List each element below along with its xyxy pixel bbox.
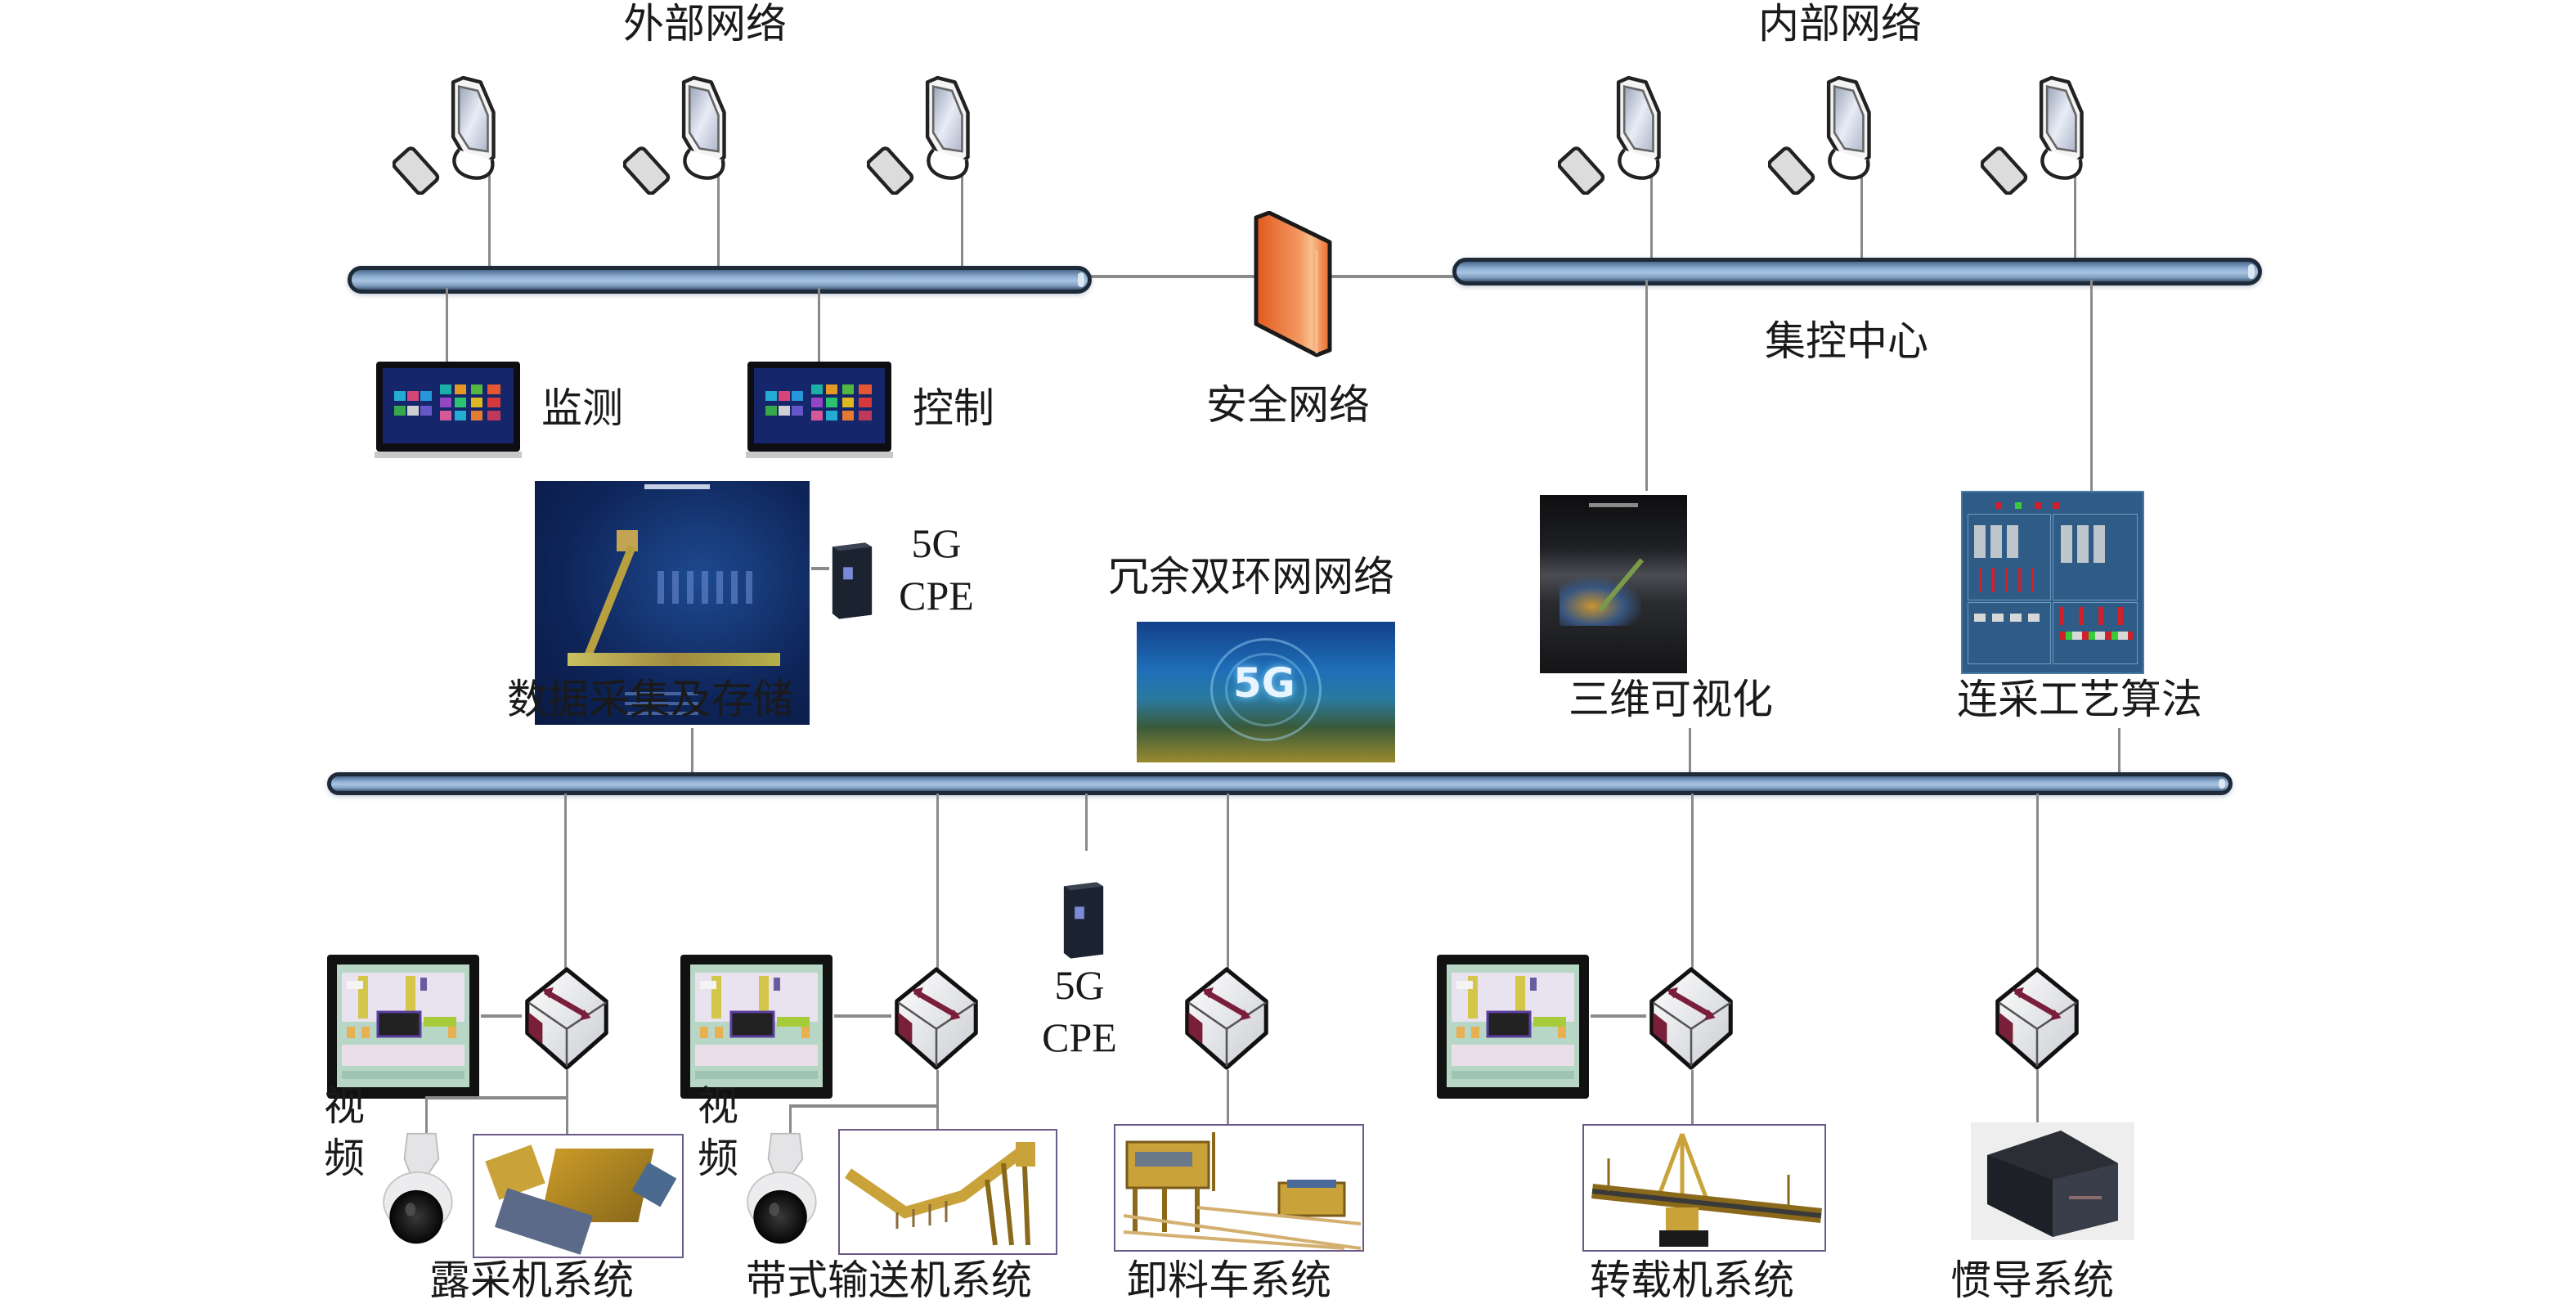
5g-cpe-icon[interactable] [828,540,877,622]
algorithm-label: 连采工艺算法 [1957,676,2202,723]
subsystem-label: 转载机系统 [1590,1257,1794,1304]
monitoring-label: 监测 [541,384,623,432]
network-switch-icon[interactable] [522,965,612,1072]
cpe-label-top: 5G CPE [891,517,981,622]
workstation-icon[interactable] [623,72,746,195]
data-acquisition-label: 数据采集及存储 [507,676,793,723]
data-acquisition-screen[interactable] [535,481,810,725]
redundant-ring-bus [327,772,2233,795]
field-5g-cpe-icon[interactable] [1059,879,1108,961]
field-cpe-5g-text: 5G [1054,962,1105,1008]
cpe-5g-text: 5G [911,520,962,566]
control-label: 控制 [913,384,994,432]
algorithm-hmi-screen[interactable] [1961,491,2144,674]
camera-icon[interactable] [740,1127,822,1250]
unloading-car-image [1114,1124,1364,1252]
external-network-label: 外部网络 [623,0,787,47]
3d-visualization-screen[interactable] [1540,495,1687,673]
field-cpe-text: CPE [1042,1014,1117,1060]
network-switch-icon[interactable] [1992,965,2082,1072]
5g-badge-text: 5G [1233,659,1295,707]
inertial-nav-unit-image [1971,1122,2134,1240]
3d-visualization-label: 三维可视化 [1568,676,1773,723]
hmi-panel-icon[interactable] [325,953,481,1100]
video-label: 视 频 [324,1082,365,1182]
monitoring-tablet-icon[interactable] [375,360,522,458]
control-center-bus [1452,258,2262,286]
belt-conveyor-image [838,1129,1057,1255]
workstation-icon[interactable] [867,72,990,195]
firewall-icon[interactable] [1241,211,1348,358]
workstation-icon[interactable] [1981,72,2103,195]
control-center-label: 集控中心 [1765,317,1928,365]
cpe-text: CPE [899,573,974,618]
subsystem-label: 露采机系统 [429,1257,634,1304]
redundant-ring-label: 冗余双环网网络 [1108,553,1394,600]
subsystem-label: 带式输送机系统 [746,1257,1032,1304]
hmi-panel-icon[interactable] [679,953,834,1100]
security-network-label: 安全网络 [1206,381,1370,429]
surface-miner-image [473,1134,684,1258]
5g-network-image: 5G [1137,622,1395,762]
video-label: 视 频 [698,1082,738,1182]
workstation-icon[interactable] [393,72,515,195]
hmi-panel-icon[interactable] [1435,953,1591,1100]
camera-icon[interactable] [376,1127,458,1250]
network-switch-icon[interactable] [1646,965,1736,1072]
internal-network-label: 内部网络 [1758,0,1922,47]
workstation-icon[interactable] [1558,72,1681,195]
transfer-machine-image [1582,1124,1826,1252]
subsystem-label: 卸料车系统 [1127,1257,1331,1304]
external-network-bus [348,266,1092,294]
workstation-icon[interactable] [1768,72,1891,195]
control-tablet-icon[interactable] [746,360,893,458]
network-switch-icon[interactable] [891,965,981,1072]
subsystem-label: 惯导系统 [1950,1257,2114,1304]
network-switch-icon[interactable] [1182,965,1272,1072]
field-cpe-label: 5G CPE [1030,959,1129,1063]
